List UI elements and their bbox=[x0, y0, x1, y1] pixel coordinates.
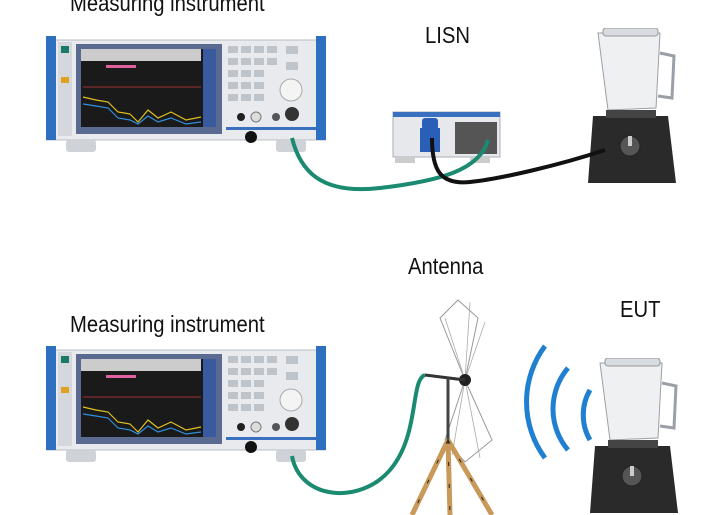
label-measuring-instrument-top: Measuring instrument bbox=[70, 0, 265, 16]
coax-cable-instrument-to-antenna bbox=[290, 373, 427, 495]
coax-cable-instrument-to-lisn bbox=[290, 137, 490, 192]
label-antenna: Antenna bbox=[408, 253, 484, 279]
measuring-instrument-bottom bbox=[46, 345, 326, 463]
eut-blender-top bbox=[588, 28, 678, 185]
label-eut: EUT bbox=[620, 296, 661, 322]
antenna-on-tripod bbox=[409, 299, 495, 515]
measuring-instrument-top bbox=[46, 35, 326, 153]
lisn-device bbox=[392, 111, 501, 163]
label-lisn: LISN bbox=[425, 22, 471, 48]
radiated-emission-waves-icon bbox=[524, 344, 593, 460]
label-measuring-instrument-bottom: Measuring instrument bbox=[70, 311, 265, 337]
eut-blender-bottom bbox=[590, 358, 680, 515]
power-cable-lisn-to-eut bbox=[430, 137, 606, 185]
